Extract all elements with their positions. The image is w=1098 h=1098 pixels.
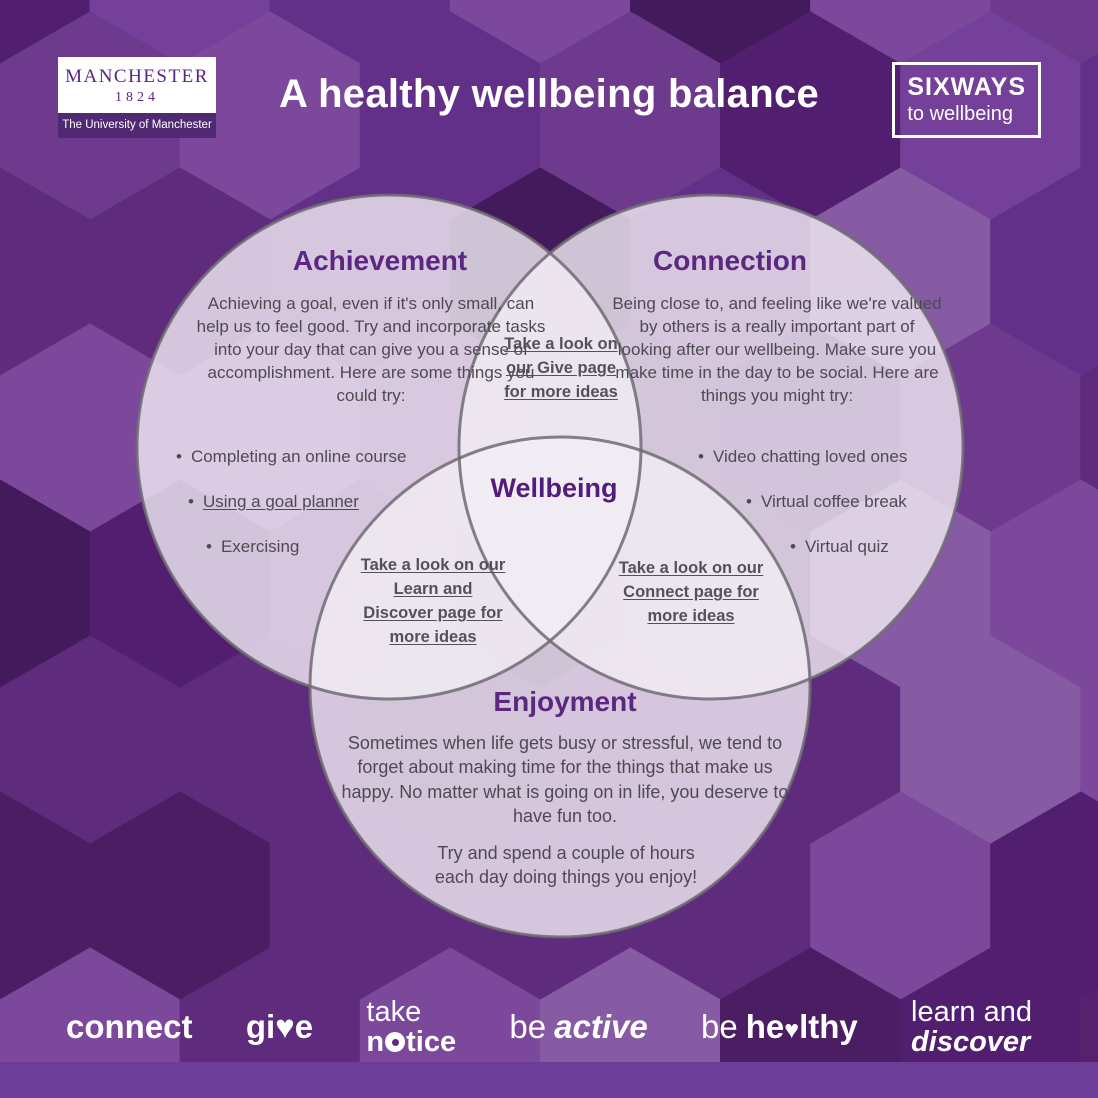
enjoyment-title: Enjoyment — [493, 686, 637, 717]
achievement-bullet-3: Exercising — [206, 537, 406, 557]
notice-text-suffix: tice — [406, 1026, 457, 1058]
university-of-manchester-logo: MANCHESTER 1824 The University of Manche… — [58, 57, 216, 138]
page-title: A healthy wellbeing balance — [278, 72, 820, 116]
learn-and-text: learn and — [911, 995, 1032, 1028]
learn-discover-page-link[interactable]: Take a look on our Learn and Discover pa… — [360, 556, 506, 646]
sixways-badge-line1: SIXWAYS — [907, 73, 1026, 101]
enjoyment-circle-outline — [308, 435, 812, 939]
achievement-bullet-1: Completing an online course — [176, 447, 406, 467]
footer-connect-logo: connect — [66, 1008, 193, 1045]
connection-title: Connection — [653, 245, 807, 276]
be-healthy-prefix: be — [701, 1008, 738, 1045]
sixways-badge: SIXWAYS to wellbeing — [892, 62, 1041, 138]
hexagon — [1080, 677, 1098, 803]
goal-planner-link[interactable]: Using a goal planner — [202, 492, 359, 511]
connection-description: Being close to, and feeling like we're v… — [612, 294, 942, 406]
enjoyment-paragraph-2: Try and spend a couple of hours each day… — [434, 843, 698, 888]
achievement-circle-outline — [135, 193, 643, 701]
heart-icon: ♥ — [275, 1008, 295, 1045]
enjoyment-paragraph-1: Sometimes when life gets busy or stressf… — [341, 733, 789, 827]
take-text: take — [366, 995, 422, 1028]
achievement-title: Achievement — [292, 245, 468, 276]
logo-box: MANCHESTER 1824 — [58, 57, 216, 113]
be-active-prefix: be — [509, 1008, 547, 1045]
footer-give-logo: gi♥e — [246, 1008, 313, 1046]
connection-bullet-1-text: Video chatting loved ones — [712, 447, 908, 466]
connection-bullet-2-text: Virtual coffee break — [760, 492, 907, 511]
healthy-text-pre: he — [745, 1008, 785, 1045]
achievement-description: Achieving a goal, even if it's only smal… — [196, 294, 546, 406]
connect-page-link[interactable]: Take a look on our Connect page for more… — [618, 559, 764, 625]
connection-bullet-1: Video chatting loved ones — [698, 447, 907, 467]
achievement-bullet-3-text: Exercising — [220, 537, 300, 556]
connection-bullet-3-text: Virtual quiz — [804, 537, 889, 556]
active-word: active — [554, 1008, 648, 1045]
connection-bullet-2: Virtual coffee break — [746, 492, 907, 512]
give-text-prefix: gi — [245, 1008, 276, 1045]
give-page-link[interactable]: Take a look on our Give page for more id… — [504, 335, 618, 401]
enjoyment-circle — [310, 437, 810, 937]
footer-learn-discover-logo: learn and discover — [911, 995, 1032, 1058]
sixways-badge-line2: to wellbeing — [907, 103, 1013, 125]
notice-text-prefix: n — [366, 1026, 385, 1058]
heart-icon: ♥ — [784, 1016, 800, 1044]
achievement-bullet-2: Using a goal planner — [188, 492, 406, 512]
logo-wordmark: MANCHESTER — [65, 66, 209, 87]
connection-bullet-3: Virtual quiz — [790, 537, 907, 557]
connection-bullet-list: Video chatting loved ones Virtual coffee… — [698, 447, 907, 582]
discover-word: discover — [911, 1026, 1031, 1058]
logo-year: 1824 — [115, 90, 159, 105]
eye-icon — [385, 1032, 406, 1052]
hexagon — [1080, 365, 1098, 491]
hexagon — [1080, 53, 1098, 179]
hexagon — [0, 0, 91, 65]
healthy-text-post: lthy — [799, 1008, 858, 1045]
logo-caption: The University of Manchester — [58, 113, 216, 138]
connection-circle-outline — [457, 193, 965, 701]
wellbeing-center-label: Wellbeing — [490, 473, 618, 503]
bottom-band — [0, 1062, 1098, 1098]
give-text-suffix: e — [294, 1008, 314, 1045]
achievement-bullet-list: Completing an online course Using a goal… — [176, 447, 406, 582]
healthy-word: he♥lthy — [746, 1008, 858, 1045]
achievement-bullet-1-text: Completing an online course — [190, 447, 407, 466]
